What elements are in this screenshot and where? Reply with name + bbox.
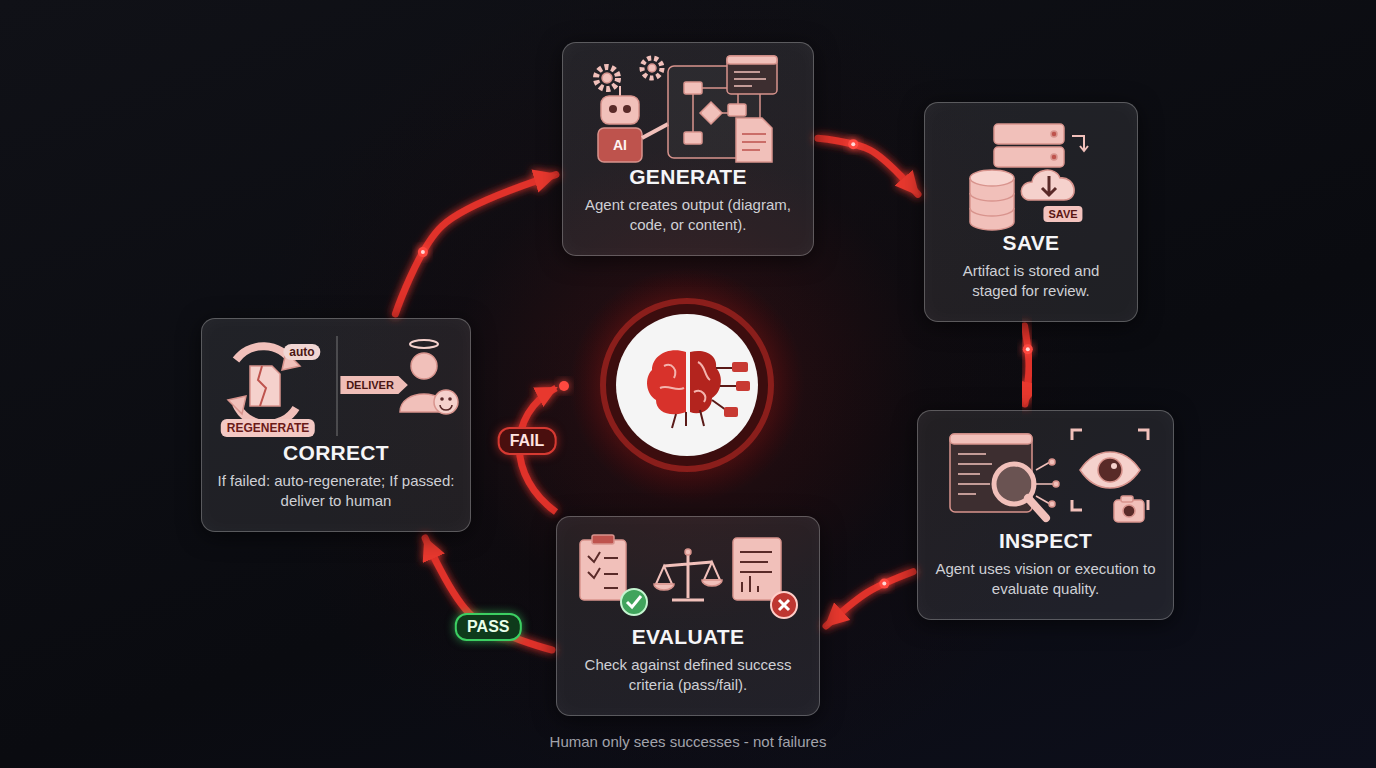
glow-dot (851, 142, 855, 146)
flow-arrow (425, 538, 552, 650)
step-title: GENERATE (629, 165, 747, 189)
flow-arrow (818, 138, 918, 194)
icon-label: auto (283, 344, 320, 360)
glow-dot (1023, 344, 1033, 354)
edge-label: PASS (455, 613, 521, 641)
center-brain-part (736, 381, 750, 391)
icon-label: DELIVER (340, 376, 408, 394)
caption: Human only sees successes - not failures (0, 733, 1376, 750)
center-brain-part (672, 410, 704, 428)
center-brain-part (647, 350, 686, 414)
flow-arrow (826, 572, 913, 626)
step-description: If failed: auto-regenerate; If passed: d… (212, 471, 460, 511)
step-title: EVALUATE (632, 625, 744, 649)
center-brain-part (660, 362, 710, 402)
step-title: INSPECT (999, 529, 1092, 553)
icon-label: FAIL (498, 427, 557, 455)
center-brain-part (569, 267, 805, 503)
step-description: Agent creates output (diagram, code, or … (577, 195, 799, 235)
glow-dot (559, 381, 569, 391)
icon-label: REGENERATE (221, 419, 315, 437)
process-box: SAVE Artifact is stored and staged for re… (924, 102, 1138, 322)
process-box: GENERATE Agent creates output (diagram, c… (562, 42, 814, 256)
glow-dot (848, 139, 858, 149)
glow-dot (418, 247, 428, 257)
step-description: Agent uses vision or execution to evalua… (926, 559, 1165, 599)
center-brain-part (712, 368, 736, 410)
process-box: INSPECT Agent uses vision or execution to… (917, 410, 1174, 620)
center-brain-part (616, 314, 758, 456)
flow-arrow (1025, 326, 1029, 404)
step-description: Check against defined success criteria (… (569, 655, 807, 695)
icon-label: SAVE (1043, 206, 1082, 222)
center-brain-part (732, 362, 748, 372)
center-brain-part (724, 407, 738, 417)
step-title: SAVE (1003, 231, 1060, 255)
center-brain-part (603, 301, 771, 469)
glow-dot (1026, 347, 1030, 351)
glow-dot (879, 579, 889, 589)
step-title: CORRECT (283, 441, 389, 465)
glow-dot (882, 582, 886, 586)
icon-label: AI (613, 137, 627, 153)
glow-dot (421, 250, 425, 254)
center-brain (569, 267, 805, 503)
process-box: EVALUATE Check against defined success cr… (556, 516, 820, 716)
step-description: Artifact is stored and staged for review… (939, 261, 1123, 301)
flow-arrow (395, 175, 556, 314)
